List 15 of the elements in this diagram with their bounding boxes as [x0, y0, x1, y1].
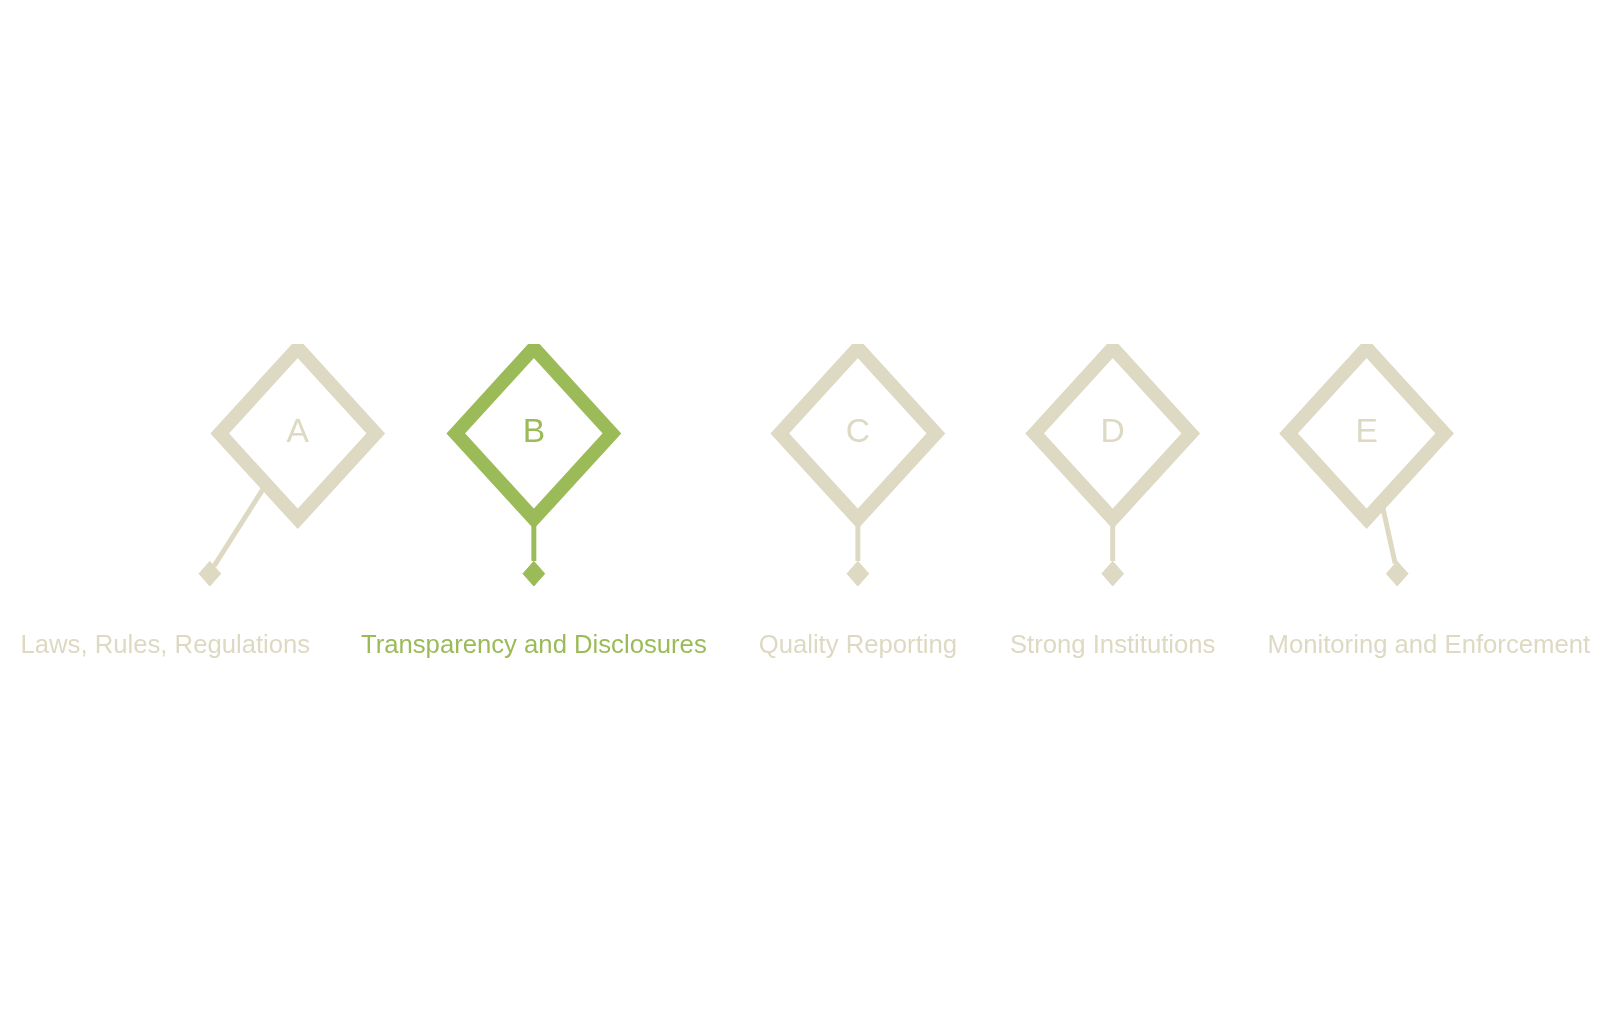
node-diamond — [198, 560, 222, 587]
node-diamond: A — [210, 344, 386, 530]
node-diamond — [522, 560, 546, 587]
node-label: Strong Institutions — [1009, 630, 1216, 658]
node-diamond — [846, 560, 870, 587]
connector — [855, 519, 861, 561]
node-diamond — [1101, 560, 1125, 587]
node-label: Quality Reporting — [758, 630, 958, 658]
node-label: Monitoring and Enforcement — [1267, 630, 1591, 658]
node-label: Transparency and Disclosures — [360, 630, 707, 658]
node-label: Laws, Rules, Regulations — [20, 630, 311, 658]
connector — [1110, 519, 1116, 561]
node-diamond — [1385, 560, 1409, 587]
node-diamond: E — [1279, 344, 1454, 530]
connector — [531, 519, 537, 561]
